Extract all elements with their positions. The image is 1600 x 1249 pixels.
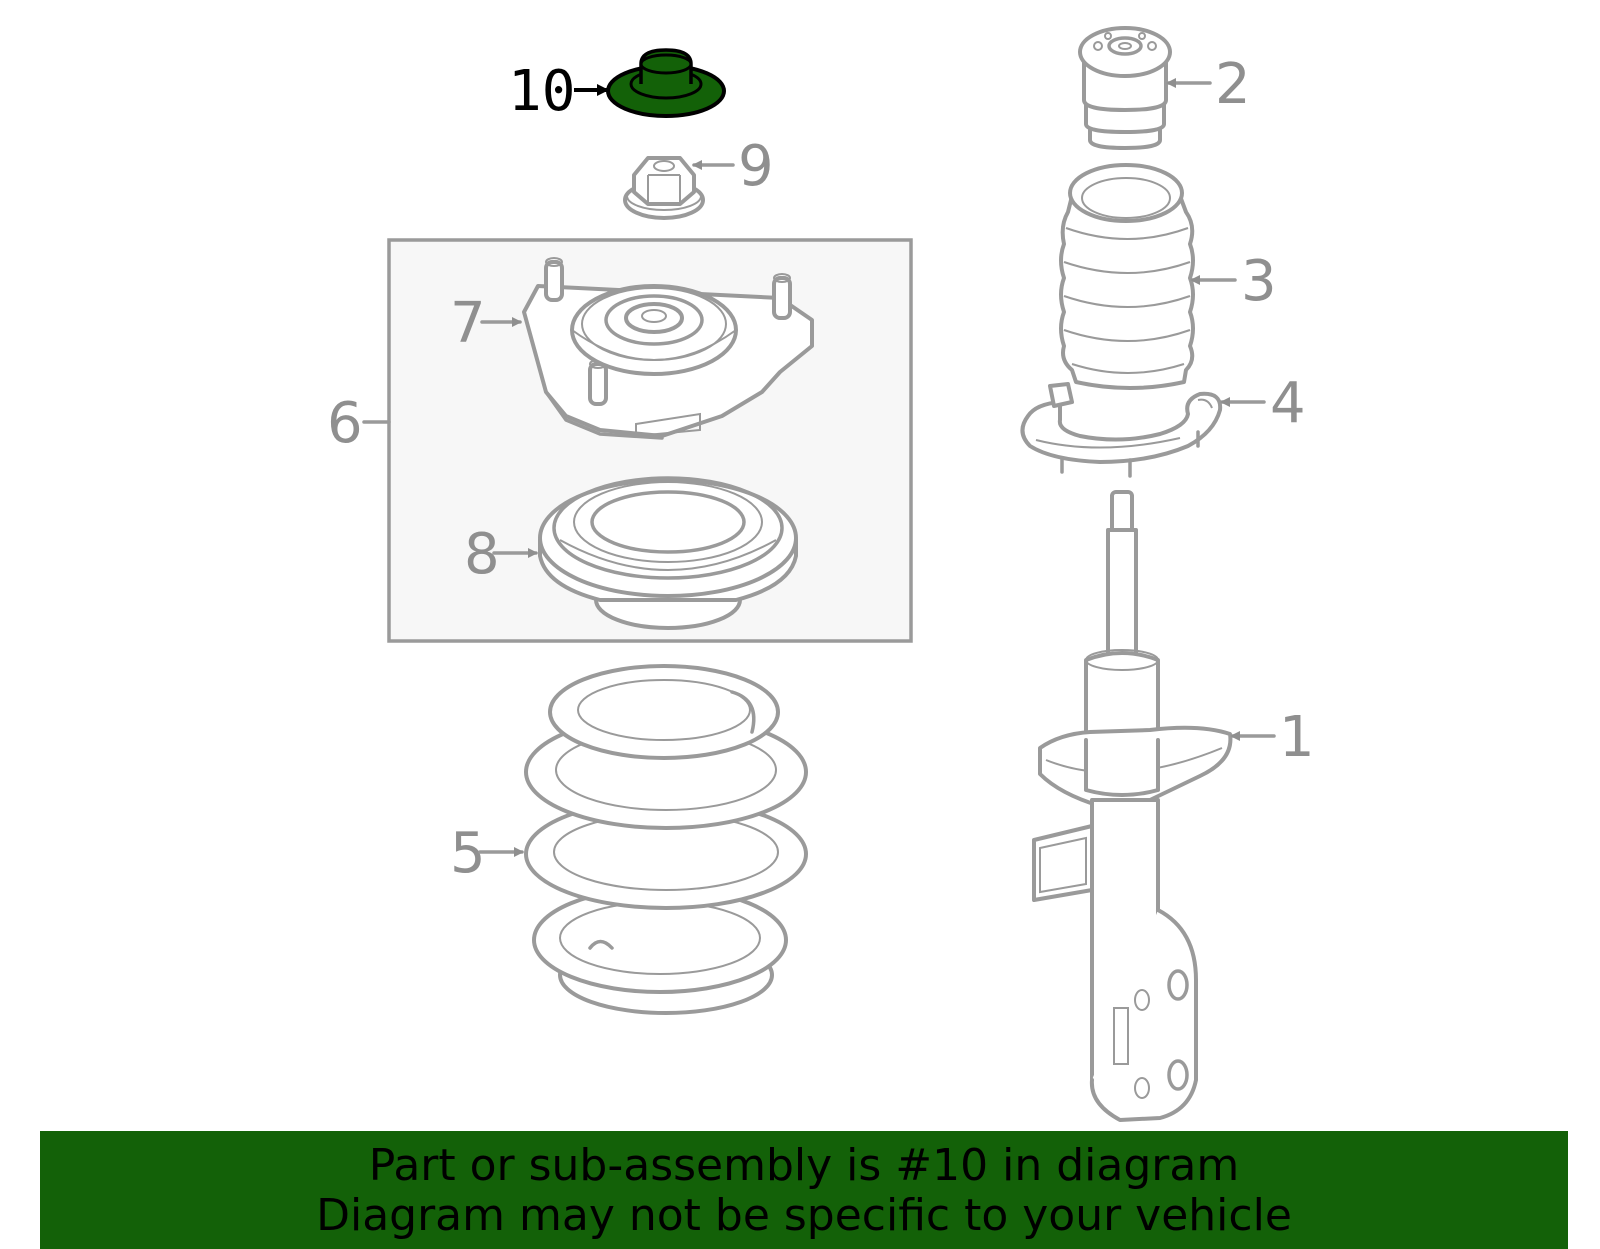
- callout-6-label: 6: [327, 391, 363, 456]
- banner-line-disclaimer: Diagram may not be specific to your vehi…: [316, 1190, 1292, 1241]
- callout-7-label: 7: [450, 291, 486, 356]
- callout-10: 10: [508, 59, 609, 124]
- callout-10-label: 10: [508, 59, 575, 124]
- info-banner: Part or sub-assembly is #10 in diagram D…: [40, 1131, 1568, 1249]
- callout-7: 7: [450, 291, 522, 356]
- callout-2-label: 2: [1215, 52, 1251, 117]
- callout-1-label: 1: [1279, 705, 1315, 770]
- callout-4: 4: [1220, 371, 1306, 436]
- callout-2: 2: [1166, 52, 1251, 117]
- part-4-spring-insulator[interactable]: [1020, 382, 1223, 478]
- part-3-dust-boot[interactable]: [1059, 163, 1195, 390]
- part-5-coil-spring[interactable]: [524, 664, 808, 1015]
- callout-8: 8: [464, 522, 538, 587]
- callout-5: 5: [450, 821, 524, 886]
- part-7-strut-mount[interactable]: [522, 257, 814, 440]
- callout-9-label: 9: [738, 134, 774, 199]
- callout-4-label: 4: [1270, 371, 1306, 436]
- part-1-strut[interactable]: [1032, 490, 1233, 1122]
- callout-9: 9: [692, 134, 774, 199]
- callout-3-label: 3: [1241, 249, 1277, 314]
- banner-line-part-number: Part or sub-assembly is #10 in diagram: [368, 1140, 1240, 1191]
- callout-6: 6: [327, 391, 391, 456]
- part-8-bearing[interactable]: [538, 476, 798, 630]
- part-9-nut[interactable]: [623, 156, 705, 220]
- part-2-jounce-bumper[interactable]: [1078, 26, 1172, 150]
- callout-3: 3: [1190, 249, 1277, 314]
- part-10-cap[interactable]: [606, 48, 726, 118]
- callout-1: 1: [1230, 705, 1315, 770]
